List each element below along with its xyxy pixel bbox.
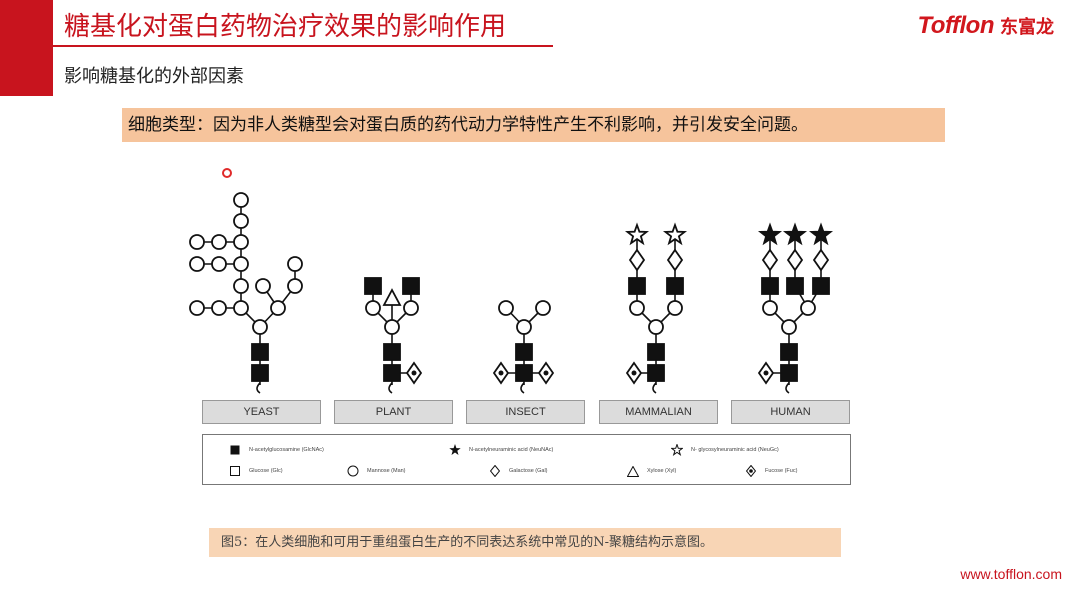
plant-glycan [364, 277, 423, 385]
hollow-triangle-icon [627, 465, 639, 477]
title-accent-block [0, 0, 53, 96]
legend-item-glc: Glucose (Glc) [229, 465, 283, 477]
mammalian-glycan [624, 222, 688, 385]
laser-pointer-dot [222, 168, 232, 178]
symbol-legend: N-acetylglucosamine (GlcNAc) N-acetylneu… [202, 434, 851, 485]
legend-item-glcnac: N-acetylglucosamine (GlcNAc) [229, 444, 324, 456]
human-glycan [757, 222, 834, 385]
legend-item-neunac: N-acetylneuraminic acid (NeuNAc) [449, 444, 553, 456]
logo-text-en: Tofflon [917, 12, 995, 39]
hollow-star-icon [671, 444, 683, 456]
insect-glycan [492, 300, 555, 385]
hollow-square-icon [229, 465, 241, 477]
legend-item-neugc: N- glycosylneuraminic acid (NeuGc) [671, 444, 779, 456]
title-underline [53, 45, 553, 47]
organism-label-mammalian: MAMMALIAN [599, 400, 718, 424]
dotted-diamond-icon [745, 465, 757, 477]
organism-label-human: HUMAN [731, 400, 850, 424]
section-subtitle: 影响糖基化的外部因素 [64, 66, 244, 87]
organism-label-yeast: YEAST [202, 400, 321, 424]
organism-label-plant: PLANT [334, 400, 453, 424]
filled-star-icon [449, 444, 461, 456]
logo-text-cn: 东富龙 [1000, 17, 1054, 38]
organism-label-insect: INSECT [466, 400, 585, 424]
filled-square-icon [229, 444, 241, 456]
yeast-glycan [189, 192, 303, 382]
legend-item-xyl: Xylose (Xyl) [627, 465, 676, 477]
asparagine-tails [256, 382, 790, 394]
legend-item-gal: Galactose (Gal) [489, 465, 548, 477]
page-title: 糖基化对蛋白药物治疗效果的影响作用 [64, 12, 507, 42]
legend-item-man: Mannose (Man) [347, 465, 406, 477]
legend-item-fuc: Fucose (Fuc) [745, 465, 797, 477]
hollow-circle-icon [347, 465, 359, 477]
figure-caption: 图5：在人类细胞和可用于重组蛋白生产的不同表达系统中常见的N-聚糖结构示意图。 [209, 528, 841, 557]
highlight-statement: 细胞类型：因为非人类糖型会对蛋白质的药代动力学特性产生不利影响，并引发安全问题。 [122, 108, 945, 142]
footer-url[interactable]: www.tofflon.com [960, 566, 1062, 582]
hollow-diamond-icon [489, 465, 501, 477]
